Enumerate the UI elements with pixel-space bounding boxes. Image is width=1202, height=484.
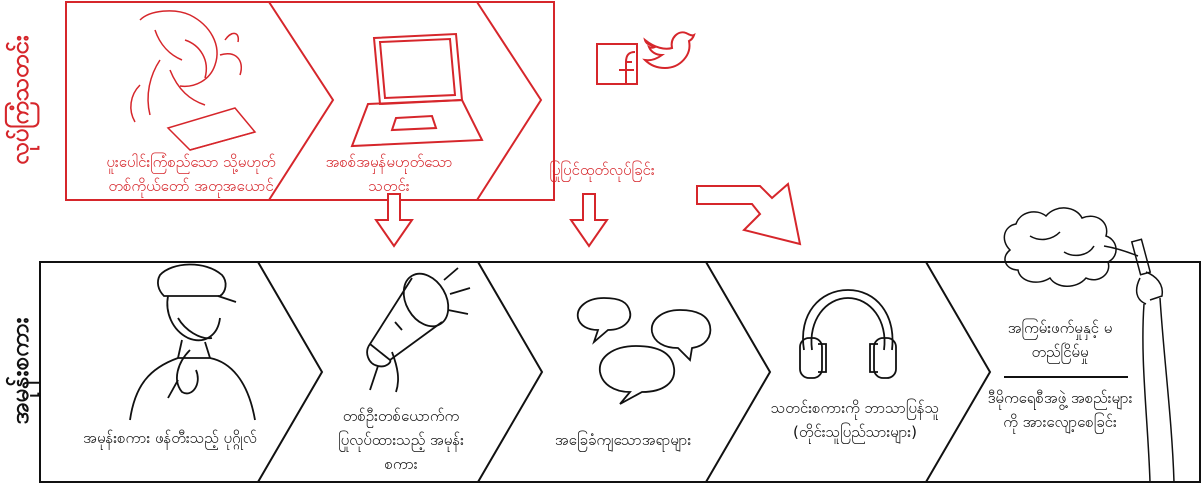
- chevron-5: [705, 261, 772, 483]
- disinformation-step-1-caption: ပူးပေါင်းကြံစည်သော သို့မဟုတ် တစ်ကိုယ်တော…: [106, 153, 276, 195]
- hate-speech-panel: [39, 261, 1201, 483]
- chevron-4: [477, 261, 544, 483]
- speech-bubbles-icon: [576, 297, 712, 405]
- chevron-6: [925, 261, 992, 483]
- hate-speech-step-3-caption: အခြေခံကျသောအရာများ: [554, 431, 692, 449]
- disinformation-step-2-caption: အစစ်အမှန်မဟုတ်သော သတင်း: [325, 153, 453, 195]
- disinformation-panel: [65, 1, 555, 201]
- facebook-icon: [596, 43, 638, 85]
- outcome-top-caption: အကြမ်းဖက်မှုနှင့် မတည်ငြိမ်မှု: [1007, 319, 1113, 361]
- down-arrow-1-icon: [374, 193, 414, 248]
- megaphone-icon: [366, 267, 471, 393]
- hate-speech-row-title: အမုန်းစကား: [6, 317, 34, 425]
- twitter-icon: [642, 31, 696, 70]
- down-arrow-2-icon: [569, 193, 609, 248]
- chevron-3: [257, 261, 324, 483]
- hate-speech-step-2-caption: တစ်ဦးတစ်ယောက်က ပြုလုပ်ထားသည့် အမုန်းစကား: [338, 407, 464, 473]
- headphones-icon: [799, 289, 897, 379]
- bent-arrow-icon: [696, 182, 802, 246]
- hate-speech-step-4-caption: သတင်းစကားကို ဘာသာပြန်သူ (တိုင်းသူပြည်သား…: [770, 399, 940, 441]
- arrows: [374, 182, 802, 248]
- chevron-2: [476, 1, 543, 201]
- hate-speech-step-1-caption: အမုန်းစကား ဖန်တီးသည့် ပုဂ္ဂိုလ်: [83, 429, 257, 447]
- chevron-1: [268, 1, 335, 201]
- laptop-icon: [350, 32, 484, 148]
- disinformation-frame: [65, 1, 555, 201]
- disinformation-row-title: လုပ်ကြံသတင်း: [6, 35, 34, 165]
- person-crying-icon: [129, 263, 256, 421]
- disinformation-step-3-caption: ပြုပြင်ထုတ်လုပ်ခြင်း: [549, 161, 655, 179]
- outcome-bottom-caption: ဒီမိုကရေစီအဖွဲ့ အစည်းများကို အားလျော့စေခ…: [987, 389, 1133, 431]
- hate-speech-frame: [39, 261, 1201, 483]
- smoke-torch-icon: [1003, 207, 1175, 483]
- person-with-laptop-icon: [130, 10, 257, 151]
